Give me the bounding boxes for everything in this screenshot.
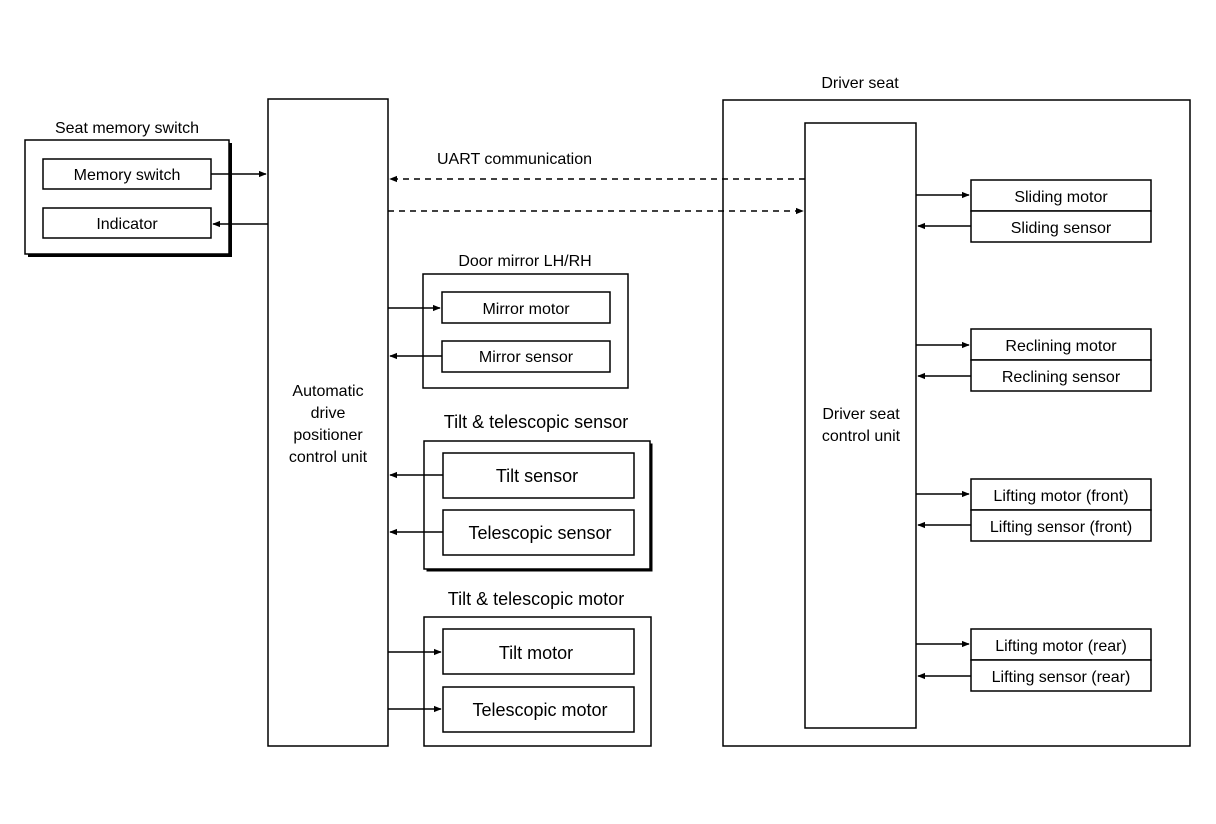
driver-seat-title: Driver seat bbox=[821, 75, 899, 92]
mirror-sensor-label: Mirror sensor bbox=[479, 349, 574, 366]
seat-memory-switch-title: Seat memory switch bbox=[55, 120, 199, 137]
memory-switch-label: Memory switch bbox=[74, 167, 181, 184]
mirror-motor-label: Mirror motor bbox=[482, 301, 570, 318]
lifting-motor-rear-box bbox=[970, 628, 1152, 661]
reclining-sensor-label: Reclining sensor bbox=[1002, 369, 1121, 386]
telescopic-motor-label: Telescopic motor bbox=[472, 700, 607, 720]
telescopic-motor-box bbox=[442, 686, 635, 733]
tilt-telescopic-motor-group: Tilt & telescopic motor Tilt motor Teles… bbox=[423, 589, 652, 747]
adp-unit-label-line4: control unit bbox=[289, 449, 368, 466]
adp-control-unit-group: Automatic drive positioner control unit bbox=[267, 98, 389, 747]
telescopic-sensor-label: Telescopic sensor bbox=[468, 523, 611, 543]
lifting-motor-front-label: Lifting motor (front) bbox=[993, 488, 1128, 505]
indicator-label: Indicator bbox=[96, 216, 158, 233]
adp-unit-label-line3: positioner bbox=[293, 427, 363, 444]
seat-memory-switch-group: Seat memory switch Memory switch Indicat… bbox=[24, 120, 232, 257]
driver-seat-group: Driver seat Driver seat control unit Sli… bbox=[722, 75, 1191, 747]
telescopic-sensor-box bbox=[442, 509, 635, 556]
driver-seat-frame bbox=[722, 99, 1191, 747]
lifting-sensor-front-label: Lifting sensor (front) bbox=[990, 519, 1132, 536]
mirror-motor-box bbox=[441, 291, 611, 324]
reclining-sensor-box bbox=[970, 359, 1152, 392]
tilt-motor-box bbox=[442, 628, 635, 675]
driver-seat-control-unit-line1: Driver seat bbox=[822, 406, 900, 423]
driver-seat-control-unit-line2: control unit bbox=[822, 428, 901, 445]
reclining-motor-label: Reclining motor bbox=[1005, 338, 1117, 355]
memory-switch-box bbox=[42, 158, 212, 190]
tilt-sensor-box bbox=[442, 452, 635, 499]
sliding-motor-box bbox=[970, 179, 1152, 212]
adp-unit-label-line2: drive bbox=[311, 405, 346, 422]
sliding-motor-label: Sliding motor bbox=[1014, 189, 1108, 206]
reclining-motor-box bbox=[970, 328, 1152, 361]
tilt-motor-label: Tilt motor bbox=[499, 643, 573, 663]
tilt-sensor-label: Tilt sensor bbox=[496, 466, 578, 486]
lifting-motor-rear-label: Lifting motor (rear) bbox=[995, 638, 1127, 655]
driver-seat-control-unit-box bbox=[804, 122, 917, 729]
indicator-box bbox=[42, 207, 212, 239]
lifting-sensor-rear-label: Lifting sensor (rear) bbox=[992, 669, 1131, 686]
adp-unit-label-line1: Automatic bbox=[292, 383, 363, 400]
tilt-telescopic-sensor-group: Tilt & telescopic sensor Tilt sensor Tel… bbox=[423, 412, 653, 572]
tilt-telescopic-motor-title: Tilt & telescopic motor bbox=[448, 589, 624, 609]
door-mirror-frame bbox=[422, 273, 629, 389]
door-mirror-group: Door mirror LH/RH Mirror motor Mirror se… bbox=[422, 253, 629, 389]
sliding-sensor-label: Sliding sensor bbox=[1011, 220, 1112, 237]
door-mirror-title: Door mirror LH/RH bbox=[458, 253, 591, 270]
tilt-telescopic-motor-frame bbox=[423, 616, 652, 747]
tilt-telescopic-sensor-title: Tilt & telescopic sensor bbox=[444, 412, 628, 432]
adp-control-unit-box bbox=[267, 98, 389, 747]
mirror-sensor-box bbox=[441, 340, 611, 373]
uart-communication-label: UART communication bbox=[437, 151, 592, 168]
